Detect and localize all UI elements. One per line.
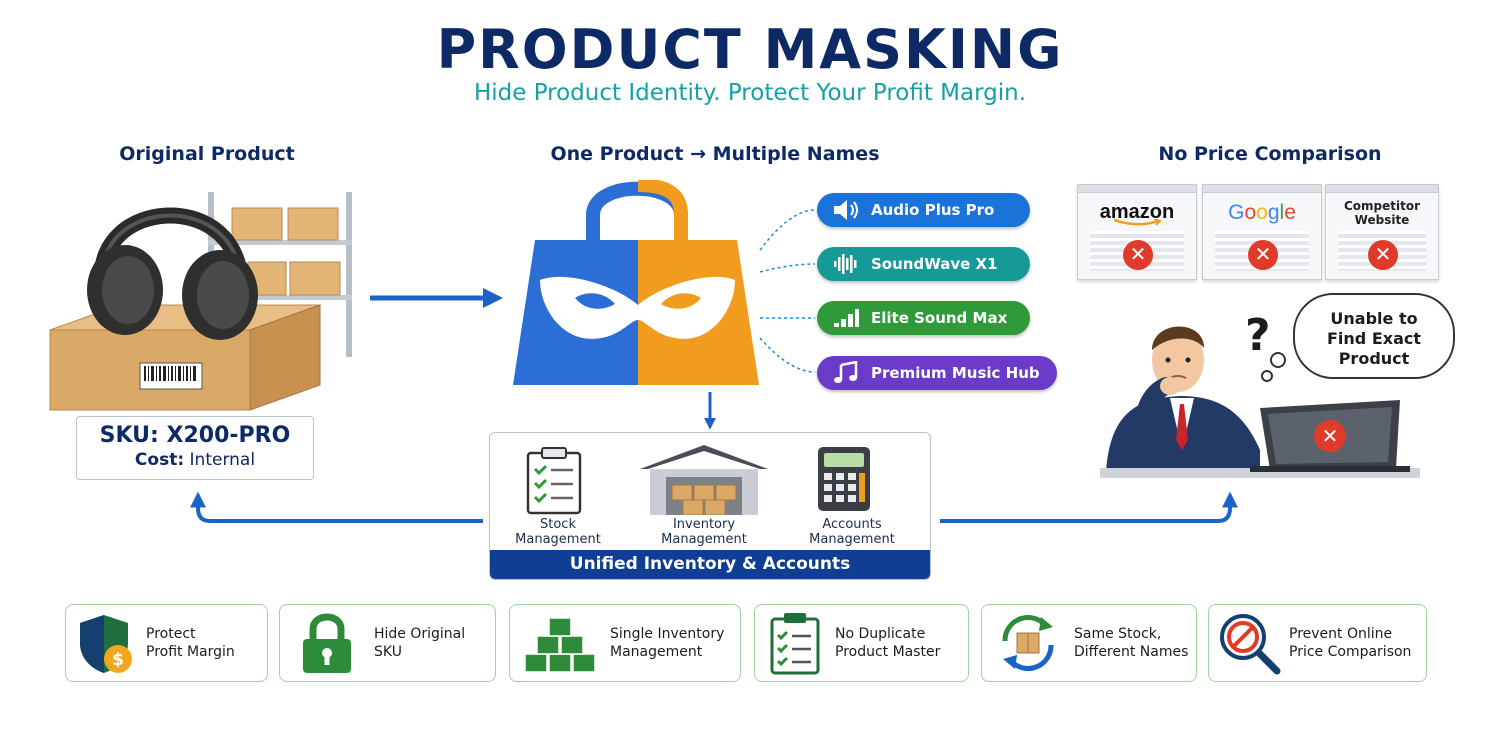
sku-label: SKU: [99, 423, 159, 448]
google-logo: Google [1228, 201, 1296, 224]
bubble-line-3: Product [1338, 349, 1410, 368]
feature-same-stock-different-names: Same Stock, Different Names [981, 604, 1197, 682]
feature-line: Single Inventory [610, 626, 725, 642]
amazon-smile-icon [1113, 219, 1162, 226]
stacked-boxes-icon [510, 608, 610, 678]
svg-text:$: $ [112, 650, 124, 670]
blocked-x-icon: ✕ [1123, 240, 1153, 270]
arrow-to-sku [190, 491, 483, 523]
unified-inventory-panel: Stock Management Inventory Management Ac… [489, 432, 931, 580]
cycle-box-icon [982, 608, 1074, 678]
name-pill-audio-plus-pro: Audio Plus Pro [817, 193, 1030, 227]
amazon-logo: amazon [1099, 201, 1175, 223]
name-pill-label: Audio Plus Pro [871, 201, 995, 219]
padlock-icon [280, 608, 374, 678]
feature-line: Protect [146, 626, 196, 642]
sku-value: X200-PRO [166, 423, 291, 448]
competitor-label-1: Competitor [1343, 199, 1421, 213]
cost-label: Cost: [134, 450, 185, 470]
headphones-box-shelf-illustration [49, 192, 352, 411]
feature-line: Price Comparison [1289, 644, 1412, 660]
arrow-to-customer [940, 491, 1238, 523]
inventory-label-2: Management [661, 532, 747, 547]
blocked-x-icon: ✕ [1248, 240, 1278, 270]
clipboard-check-icon [755, 608, 835, 678]
competitor-label-2: Website [1354, 213, 1410, 227]
name-pill-label: SoundWave X1 [871, 255, 998, 273]
question-mark-icon: ? [1245, 310, 1271, 361]
no-search-icon [1209, 608, 1289, 678]
stock-checklist-icon [526, 447, 582, 515]
feature-line: Management [610, 644, 703, 660]
cost-value: Internal [189, 450, 256, 470]
competitor-site-card: Competitor Website ✕ [1325, 184, 1439, 280]
accounts-label-2: Management [809, 532, 895, 547]
heading-no-price-comparison: No Price Comparison [1158, 143, 1382, 165]
equalizer-icon [831, 306, 861, 330]
name-pill-soundwave-x1: SoundWave X1 [817, 247, 1030, 281]
calculator-icon [818, 447, 870, 511]
name-pill-label: Elite Sound Max [871, 309, 1008, 327]
name-pill-elite-sound-max: Elite Sound Max [817, 301, 1030, 335]
page-subtitle: Hide Product Identity. Protect Your Prof… [473, 80, 1027, 106]
blocked-x-icon: ✕ [1368, 240, 1398, 270]
page-title: PRODUCT MASKING [436, 18, 1064, 81]
music-note-icon [831, 361, 861, 385]
feature-line: No Duplicate [835, 626, 926, 642]
speaker-icon [831, 198, 861, 222]
thought-bubble: Unable to Find Exact Product [1293, 293, 1455, 379]
accounts-label-1: Accounts [822, 517, 882, 532]
feature-line: SKU [374, 644, 402, 660]
unified-inventory-bar: Unified Inventory & Accounts [490, 550, 930, 579]
amazon-site-card: amazon ✕ [1077, 184, 1197, 280]
warehouse-icon [640, 445, 768, 515]
name-pill-label: Premium Music Hub [871, 364, 1040, 382]
confused-customer-illustration: ? ✕ [1100, 310, 1420, 478]
inventory-label-1: Inventory [672, 517, 736, 532]
name-pill-premium-music-hub: Premium Music Hub [817, 356, 1057, 390]
feature-line: Product Master [835, 644, 941, 660]
google-site-card: Google ✕ [1202, 184, 1322, 280]
stock-label-1: Stock [540, 517, 576, 532]
feature-line: Profit Margin [146, 644, 235, 660]
heading-original-product: Original Product [119, 143, 295, 165]
masked-shopping-bag-icon [513, 180, 759, 385]
heading-multiple-names: One Product → Multiple Names [550, 143, 880, 165]
shield-dollar-icon: $ [66, 608, 146, 678]
feature-line: Different Names [1074, 644, 1189, 660]
feature-line: Same Stock, [1074, 626, 1162, 642]
feature-line: Prevent Online [1289, 626, 1393, 642]
laptop-error-x-icon: ✕ [1322, 424, 1339, 448]
sku-card: SKU: X200-PRO Cost: Internal [76, 416, 314, 480]
feature-line: Hide Original [374, 626, 466, 642]
bubble-line-2: Find Exact [1326, 329, 1421, 348]
soundwave-icon [831, 252, 861, 276]
bubble-line-1: Unable to [1330, 309, 1418, 328]
stock-label-2: Management [515, 532, 601, 547]
